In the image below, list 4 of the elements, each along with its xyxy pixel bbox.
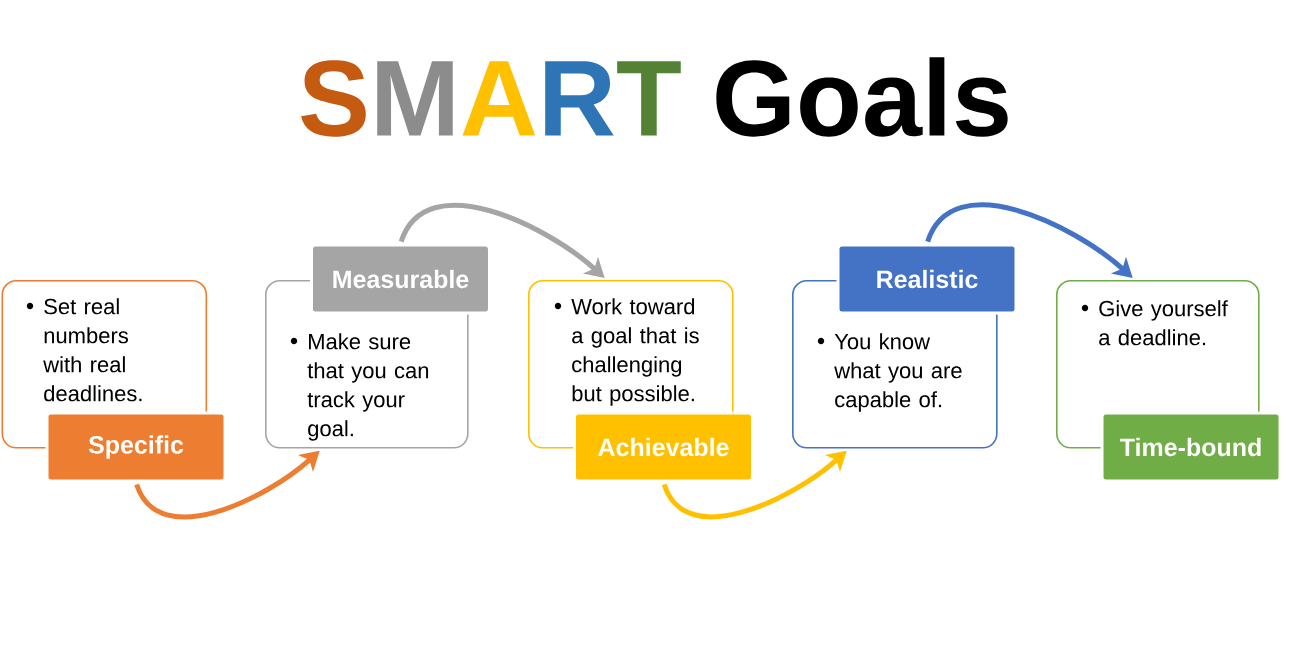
heading-box: Time-bound [1100,411,1282,483]
heading-box: Specific [45,411,227,483]
heading-box: Achievable [573,411,754,483]
title: SMART Goals [301,57,1008,137]
